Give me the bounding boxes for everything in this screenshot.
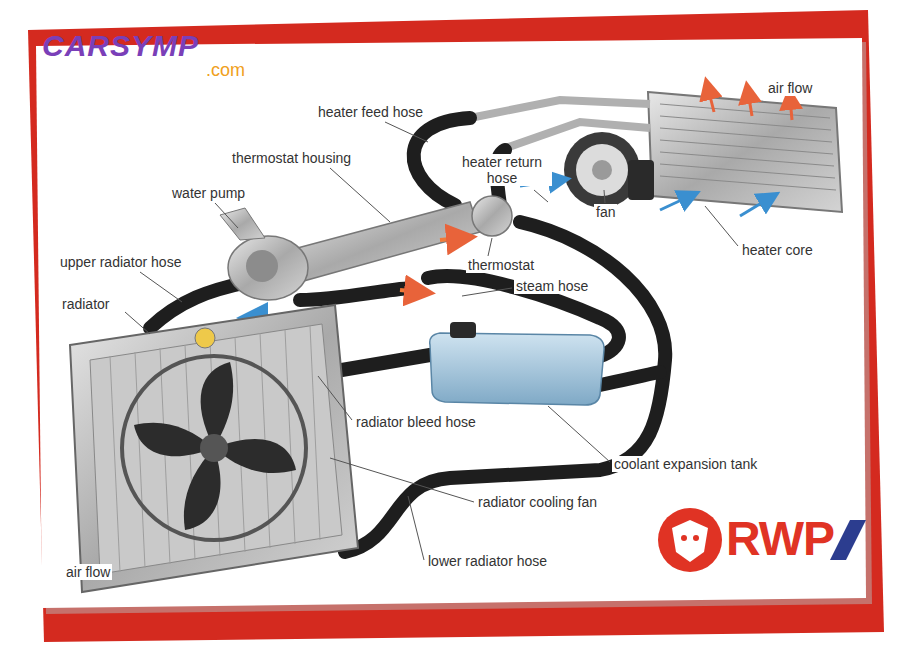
part-label: heater feed hose (316, 104, 425, 120)
watermark: CARSYMP (40, 30, 201, 62)
part-label: radiator (60, 296, 111, 312)
logo-text: RWP (724, 514, 836, 564)
watermark: .com (204, 60, 247, 80)
part-label: steam hose (514, 278, 590, 294)
part-label: lower radiator hose (426, 553, 549, 569)
part-label: heater return hose (452, 154, 552, 186)
part-label: radiator cooling fan (476, 494, 599, 510)
part-label: water pump (170, 185, 247, 201)
airflow-label: air flow (64, 564, 112, 580)
part-label: thermostat (466, 257, 536, 273)
part-label: coolant expansion tank (612, 456, 759, 472)
part-label: fan (594, 204, 617, 220)
part-label: upper radiator hose (58, 254, 183, 270)
part-label: thermostat housing (230, 150, 353, 166)
part-label: heater core (740, 242, 815, 258)
airflow-label: air flow (766, 80, 814, 96)
part-label: radiator bleed hose (354, 414, 478, 430)
